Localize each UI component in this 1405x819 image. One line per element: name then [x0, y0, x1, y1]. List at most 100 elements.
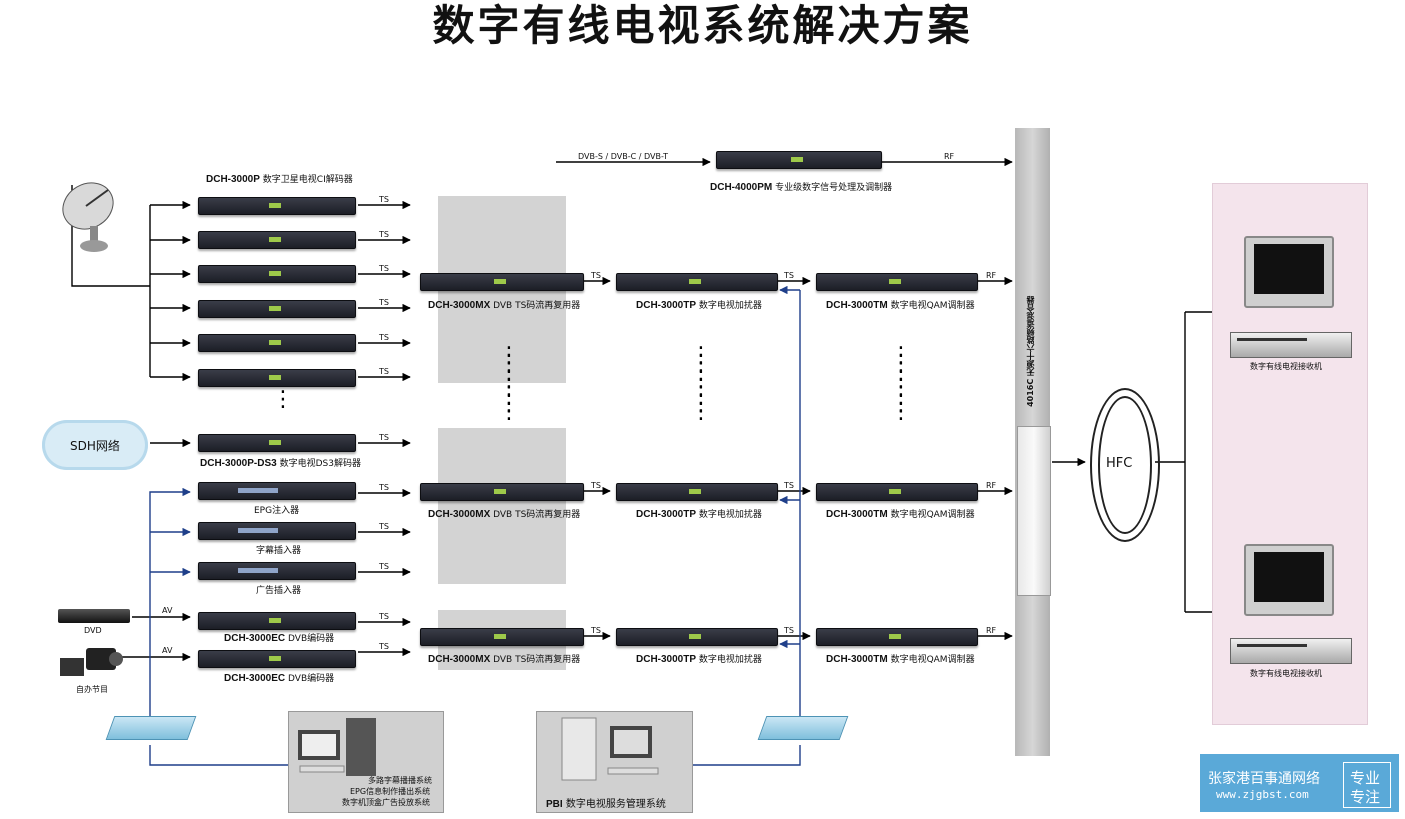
own-program-label: 自办节目 [76, 685, 108, 694]
ad-inserter-device [198, 562, 356, 580]
dch-4000pm-label: DCH-4000PM 专业级数字信号处理及调制器 [710, 182, 893, 193]
modulator-device-2 [816, 483, 978, 501]
tv-icon [1244, 236, 1334, 308]
decoder-device-2 [198, 231, 356, 249]
av-label: AV [162, 646, 173, 655]
set-top-box-icon [1230, 332, 1352, 358]
ts-label: TS [379, 433, 389, 442]
pbi-label: PBI 数字电视服务管理系统 [546, 799, 666, 810]
rf-label: RF [986, 626, 997, 635]
mux-label-1: DCH-3000MX DVB TS码流再复用器 [428, 300, 581, 311]
ellipsis: ⋮⋮⋮⋮⋮⋮ [890, 343, 912, 424]
watermark-tag-box [1343, 762, 1391, 808]
dch-4000pm-device [716, 151, 882, 169]
subtitle-inserter-device [198, 522, 356, 540]
ts-label: TS [379, 522, 389, 531]
set-top-box-icon [1230, 638, 1352, 664]
scrambler-device-3 [616, 628, 778, 646]
rf-label: RF [986, 481, 997, 490]
tv-icon [1244, 544, 1334, 616]
network-switch-icon [105, 716, 197, 740]
watermark-name: 张家港百事通网络 [1208, 771, 1320, 787]
scrambler-label-2: DCH-3000TP 数字电视加扰器 [636, 509, 762, 520]
page-title: 数字有线电视系统解决方案 [432, 1, 973, 50]
encoder-device-1 [198, 612, 356, 630]
ts-label: TS [379, 642, 389, 651]
mux-panel-2 [438, 428, 566, 584]
scrambler-label-1: DCH-3000TP 数字电视加扰器 [636, 300, 762, 311]
decoder-ellipsis: ⋮ [272, 387, 294, 412]
mux-device-2 [420, 483, 584, 501]
hfc-ring-inner [1098, 396, 1152, 534]
decoder-device-6 [198, 369, 356, 387]
ts-label: TS [379, 264, 389, 273]
modulator-device-3 [816, 628, 978, 646]
ellipsis: ⋮⋮⋮⋮⋮⋮ [498, 343, 520, 424]
receiver-label-2: 数字有线电视接收机 [1250, 669, 1322, 678]
sdh-label: SDH网络 [70, 439, 120, 453]
watermark-tag-2: 专注 [1350, 788, 1381, 806]
satellite-dish-icon [62, 182, 114, 252]
receiver-label-1: 数字有线电视接收机 [1250, 362, 1322, 371]
watermark-url: www.zjgbst.com [1216, 788, 1309, 801]
ds3-device [198, 434, 356, 452]
sdh-cloud [42, 420, 148, 470]
systems-line-1: 多路字幕播播系统 [368, 776, 432, 785]
ts-label: TS [379, 195, 389, 204]
dvd-label: DVD [84, 626, 102, 635]
decoder-device-5 [198, 334, 356, 352]
watermark-tag-1: 专业 [1350, 769, 1381, 787]
ts-label: TS [379, 562, 389, 571]
ts-label: TS [784, 271, 794, 280]
ts-label: TS [784, 481, 794, 490]
decoder-device-1 [198, 197, 356, 215]
ds3-label: DCH-3000P-DS3 数字电视DS3解码器 [200, 458, 361, 469]
systems-line-3: 数字机顶盒广告投放系统 [342, 798, 430, 807]
ts-label: TS [591, 271, 601, 280]
rf-label: RF [986, 271, 997, 280]
subtitle-inserter-label: 字幕插入器 [256, 546, 302, 556]
ts-label: TS [379, 298, 389, 307]
dvd-player-icon [58, 609, 130, 623]
encoder-label-1: DCH-3000EC DVB编码器 [224, 633, 335, 644]
mux-device-1 [420, 273, 584, 291]
epg-device [198, 482, 356, 500]
encoder-label-2: DCH-3000EC DVB编码器 [224, 673, 335, 684]
scrambler-device-2 [616, 483, 778, 501]
scrambler-label-3: DCH-3000TP 数字电视加扰器 [636, 654, 762, 665]
mixer-label: 4016C 无源十六路频道混合器 [1026, 296, 1035, 407]
ts-label: TS [784, 626, 794, 635]
server-icon [561, 717, 659, 781]
top-rf-label: RF [944, 152, 955, 161]
decoder-device-4 [198, 300, 356, 318]
computer-icon [298, 718, 376, 776]
mux-label-3: DCH-3000MX DVB TS码流再复用器 [428, 654, 581, 665]
camera-icon [60, 648, 123, 676]
watermark-box [1200, 754, 1399, 812]
systems-line-2: EPG信息制作播出系统 [350, 787, 431, 796]
ad-inserter-label: 广告插入器 [256, 586, 302, 596]
modulator-device-1 [816, 273, 978, 291]
ts-label: TS [379, 483, 389, 492]
top-input-label: DVB-S / DVB-C / DVB-T [578, 152, 668, 161]
decoder-group-label: DCH-3000P 数字卫星电视CI解码器 [206, 174, 353, 185]
epg-label: EPG注入器 [254, 506, 300, 516]
modulator-label-1: DCH-3000TM 数字电视QAM调制器 [826, 300, 975, 311]
mux-device-3 [420, 628, 584, 646]
ts-label: TS [379, 367, 389, 376]
av-label: AV [162, 606, 173, 615]
hfc-ring [1090, 388, 1160, 542]
encoder-device-2 [198, 650, 356, 668]
ts-label: TS [379, 333, 389, 342]
modulator-label-2: DCH-3000TM 数字电视QAM调制器 [826, 509, 975, 520]
network-switch-icon [757, 716, 849, 740]
ts-label: TS [379, 612, 389, 621]
hfc-label: HFC [1106, 456, 1133, 471]
ts-label: TS [379, 230, 389, 239]
ts-label: TS [591, 626, 601, 635]
modulator-label-3: DCH-3000TM 数字电视QAM调制器 [826, 654, 975, 665]
scrambler-device-1 [616, 273, 778, 291]
decoder-device-3 [198, 265, 356, 283]
ellipsis: ⋮⋮⋮⋮⋮⋮ [690, 343, 712, 424]
